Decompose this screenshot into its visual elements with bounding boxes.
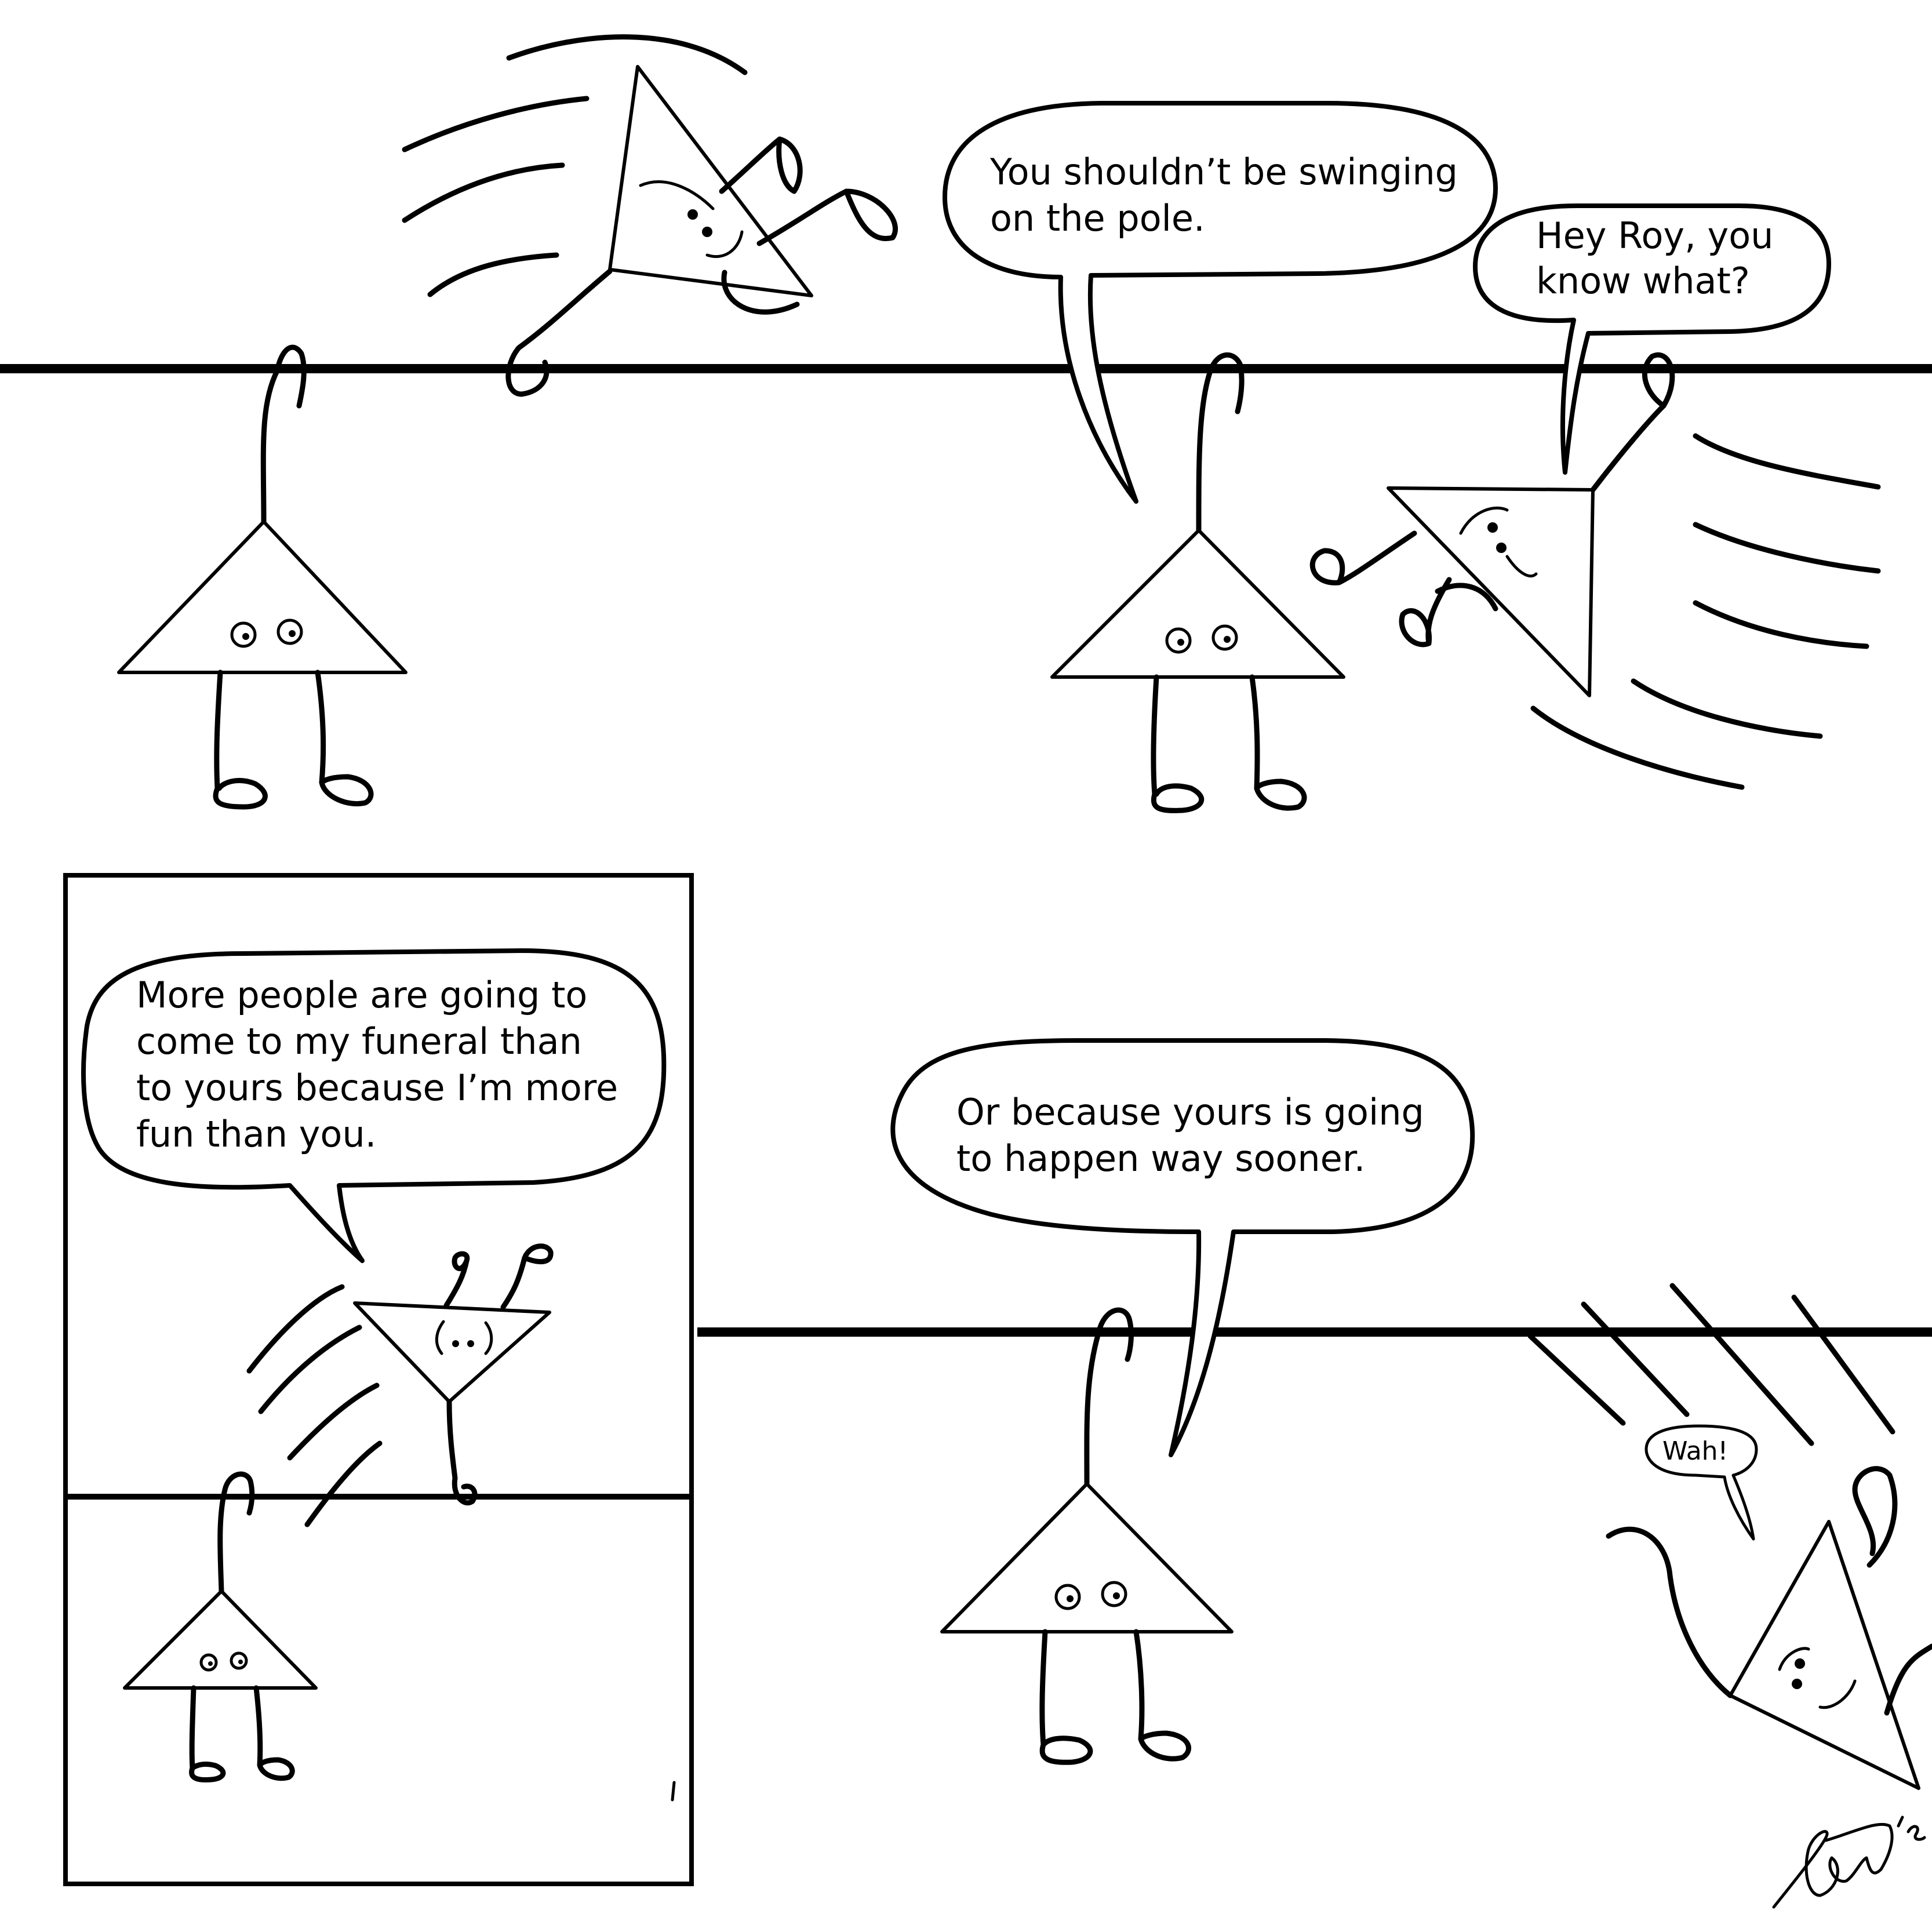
arm bbox=[1196, 352, 1245, 533]
motion-line bbox=[1631, 678, 1823, 739]
leg bbox=[1852, 1466, 1898, 1568]
character-swinging-left bbox=[402, 34, 898, 397]
triangle-body bbox=[1050, 529, 1345, 679]
motion-line bbox=[304, 1440, 383, 1527]
motion-line bbox=[258, 1325, 362, 1414]
triangle-body bbox=[608, 65, 813, 297]
motion-line bbox=[1530, 705, 1745, 790]
motion-line bbox=[402, 96, 590, 152]
panel-top: You shouldn’t be swinging on the pole. H… bbox=[0, 34, 1932, 813]
bubble-text: You shouldn’t be swinging on the pole. bbox=[989, 151, 1469, 239]
motion-line bbox=[1693, 522, 1881, 574]
motion-line bbox=[1791, 1294, 1895, 1435]
motion-line bbox=[402, 162, 565, 223]
triangle-body bbox=[1387, 486, 1595, 697]
arm bbox=[217, 1471, 255, 1594]
speech-bubble-sooner: Or because yours is going to happen way … bbox=[890, 1038, 1475, 1457]
motion-line bbox=[427, 252, 559, 297]
arm-right bbox=[1884, 1643, 1932, 1716]
motion-line bbox=[246, 1284, 345, 1374]
leg-left bbox=[719, 136, 803, 194]
mouth bbox=[1505, 555, 1538, 578]
arm bbox=[505, 268, 613, 397]
extra-arm bbox=[1435, 583, 1498, 612]
speech-bubble-warning: You shouldn’t be swinging on the pole. bbox=[943, 101, 1498, 504]
eye-right bbox=[1101, 1581, 1127, 1607]
bubble-shape bbox=[1473, 203, 1831, 475]
arm bbox=[260, 344, 307, 525]
character-hanging-small bbox=[123, 1471, 318, 1782]
mouth bbox=[705, 230, 744, 259]
leg-right bbox=[1399, 577, 1452, 647]
leg-right bbox=[500, 1243, 554, 1310]
face-outline bbox=[1778, 1647, 1810, 1671]
signature-mark bbox=[1772, 1822, 1894, 1909]
eye-left bbox=[199, 1653, 218, 1672]
speech-bubble-question: Hey Roy, you know what? bbox=[1473, 203, 1831, 475]
character-hanging-bottom bbox=[940, 1307, 1234, 1765]
arm bbox=[1590, 352, 1675, 493]
bubble-text: Or because yours is going to happen way … bbox=[956, 1091, 1436, 1180]
bubble-text: More people are going to come to my fune… bbox=[136, 974, 630, 1155]
leg-right bbox=[756, 188, 898, 246]
eye-right bbox=[276, 618, 303, 645]
motion-line bbox=[1581, 1301, 1690, 1417]
character-hanging-left bbox=[117, 344, 407, 810]
eye-left bbox=[1054, 1584, 1081, 1610]
leg-left bbox=[189, 1685, 226, 1782]
motion-line bbox=[1693, 600, 1869, 649]
triangle-body bbox=[353, 1301, 551, 1403]
bubble-shape bbox=[890, 1038, 1475, 1457]
motion-line bbox=[1693, 433, 1881, 490]
motion-line bbox=[1669, 1283, 1814, 1446]
leg-left bbox=[213, 670, 268, 810]
face-outline-left bbox=[435, 1320, 445, 1355]
triangle-body bbox=[123, 1589, 318, 1690]
leg-left bbox=[1309, 530, 1417, 585]
bubble-text: Hey Roy, you know what? bbox=[1536, 214, 1785, 302]
bubble-shape bbox=[1644, 1424, 1758, 1541]
mouth bbox=[1818, 1679, 1857, 1709]
triangle-body bbox=[1729, 1520, 1920, 1790]
speech-bubble-wah: Wah! bbox=[1644, 1424, 1758, 1541]
arm bbox=[1084, 1307, 1134, 1487]
leg-right bbox=[253, 1685, 295, 1781]
leg-left bbox=[443, 1251, 470, 1308]
face-outline bbox=[1459, 506, 1509, 535]
motion-line bbox=[506, 34, 748, 75]
eye-left bbox=[230, 621, 257, 648]
character-swinging-small bbox=[246, 1243, 554, 1527]
stray-mark bbox=[671, 1781, 676, 1802]
artist-signature bbox=[1772, 1815, 1926, 1909]
panel-bottom-right: Or because yours is going to happen way … bbox=[697, 1038, 1932, 1790]
leg-right bbox=[1249, 674, 1307, 811]
speech-bubble-funeral: More people are going to come to my fune… bbox=[81, 948, 667, 1263]
panel-framed: More people are going to come to my fune… bbox=[63, 873, 694, 1886]
character-swinging-right bbox=[1309, 352, 1881, 790]
bubble-shape bbox=[943, 101, 1498, 504]
leg-right bbox=[1133, 1629, 1191, 1762]
panel-border bbox=[63, 873, 694, 1886]
signature-year bbox=[1897, 1815, 1926, 1841]
character-hanging-middle bbox=[1050, 352, 1345, 813]
leg-left bbox=[1039, 1629, 1093, 1765]
face-outline bbox=[639, 180, 715, 210]
leg-left bbox=[1151, 674, 1205, 813]
triangle-body bbox=[940, 1482, 1234, 1633]
eye-right bbox=[1211, 624, 1238, 651]
motion-line bbox=[287, 1382, 380, 1461]
eye-right bbox=[230, 1651, 248, 1670]
leg-right bbox=[315, 670, 374, 806]
character-falling bbox=[1527, 1283, 1932, 1790]
arm-left bbox=[1606, 1526, 1733, 1698]
face-outline-right bbox=[484, 1321, 493, 1355]
bubble-text: Wah! bbox=[1662, 1436, 1728, 1466]
extra-arm bbox=[721, 270, 800, 315]
motion-line bbox=[1527, 1333, 1626, 1426]
triangle-body bbox=[117, 520, 407, 674]
eye-left bbox=[1165, 627, 1192, 654]
arm bbox=[446, 1399, 478, 1505]
bubble-shape bbox=[81, 948, 667, 1263]
